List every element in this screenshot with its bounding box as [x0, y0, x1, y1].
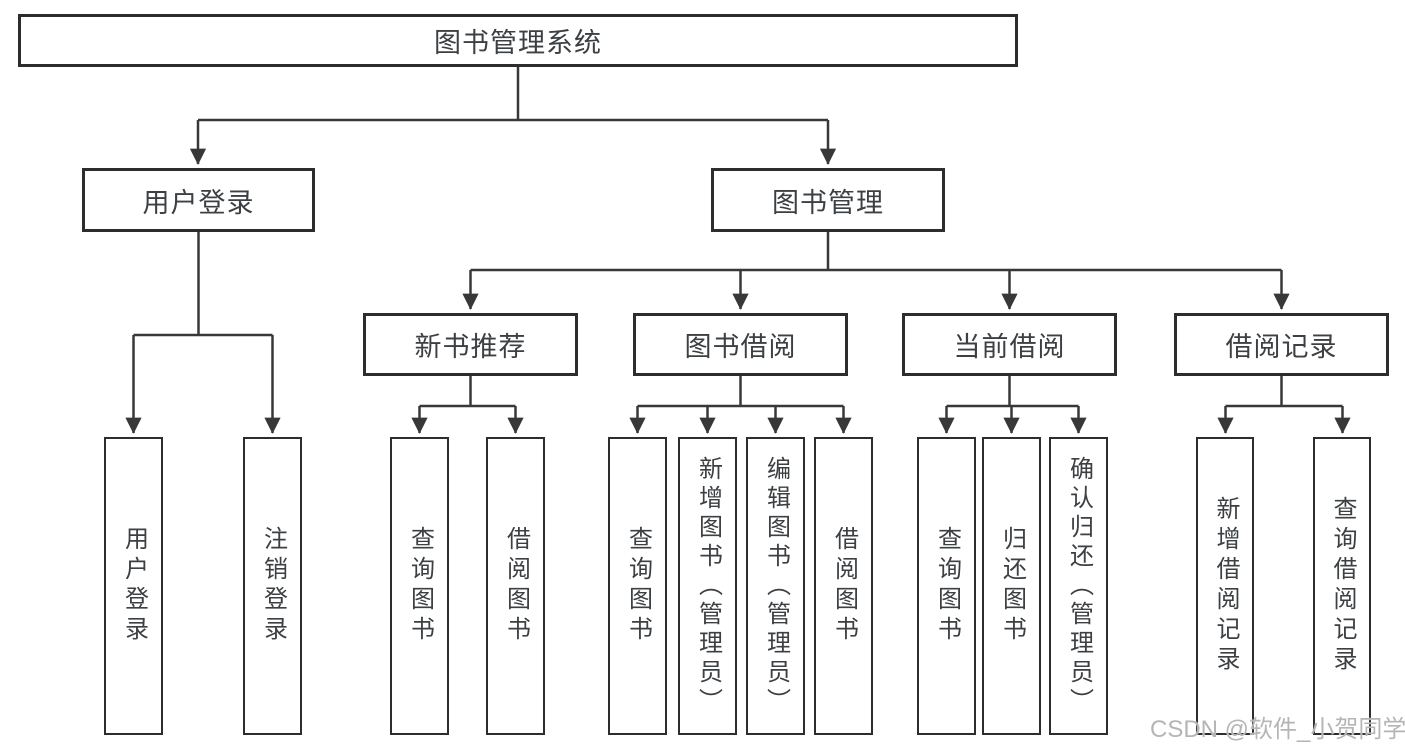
leaf-confirm-return-admin: 确认归还（管理员） [1049, 437, 1108, 735]
leaf-borrow-books-recommend: 借阅图书 [486, 437, 545, 735]
node-user-login: 用户登录 [82, 168, 315, 232]
leaf-borrow-books-borrowing: 借阅图书 [814, 437, 873, 735]
node-book-borrowing: 图书借阅 [633, 313, 848, 376]
leaf-add-borrow-record: 新增借阅记录 [1196, 437, 1254, 735]
node-root: 图书管理系统 [18, 14, 1018, 67]
leaf-query-borrow-record: 查询借阅记录 [1313, 437, 1371, 735]
node-borrowing-records: 借阅记录 [1174, 313, 1389, 376]
leaf-query-books-borrowing: 查询图书 [608, 437, 667, 735]
node-current-borrowing: 当前借阅 [902, 313, 1117, 376]
node-new-book-recommendation: 新书推荐 [363, 313, 578, 376]
leaf-user-login: 用户登录 [104, 437, 163, 735]
leaf-edit-books-admin: 编辑图书（管理员） [746, 437, 805, 735]
csdn-watermark: CSDN @软件_小贺同学 [1150, 716, 1405, 743]
leaf-query-books-current: 查询图书 [917, 437, 976, 735]
leaf-query-books-recommend: 查询图书 [390, 437, 449, 735]
leaf-add-books-admin: 新增图书（管理员） [678, 437, 737, 735]
leaf-return-books: 归还图书 [982, 437, 1041, 735]
node-book-management: 图书管理 [711, 168, 945, 232]
leaf-logout: 注销登录 [243, 437, 302, 735]
